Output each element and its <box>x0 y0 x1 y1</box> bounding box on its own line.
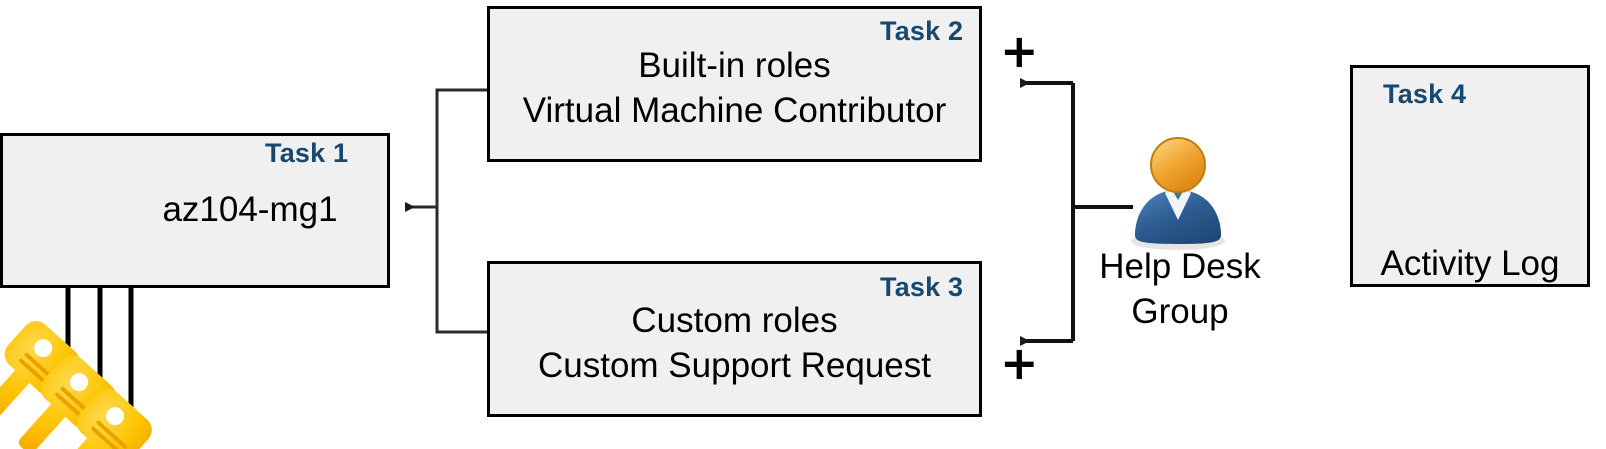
help-desk-group-label-line-1: Help Desk <box>1099 247 1261 286</box>
task-3-text-line-2: Custom Support Request <box>538 346 931 385</box>
task-3-box[interactable] <box>487 261 982 417</box>
task-2-label: Task 2 <box>880 16 964 46</box>
task-1-text-line-1: az104-mg1 <box>162 190 338 229</box>
task-1-label: Task 1 <box>265 138 349 168</box>
task-3-label: Task 3 <box>880 272 964 302</box>
task-4-label: Task 4 <box>1383 79 1467 109</box>
task-1-box[interactable] <box>0 133 390 288</box>
help-desk-group-label-line-2: Group <box>1131 292 1229 331</box>
task-2-text-line-2: Virtual Machine Contributor <box>522 91 947 130</box>
keys-icon <box>0 321 152 449</box>
plus-sign-top: + <box>1000 24 1039 78</box>
task-4-text-line-1: Activity Log <box>1380 244 1560 283</box>
task-2-text-line-1: Built-in roles <box>638 46 831 85</box>
user-group-icon <box>1131 137 1225 250</box>
plus-sign-bottom: + <box>1000 336 1039 390</box>
task-4-box[interactable] <box>1350 65 1590 287</box>
task-2-box[interactable] <box>487 6 982 162</box>
task-3-text-line-1: Custom roles <box>631 301 838 340</box>
